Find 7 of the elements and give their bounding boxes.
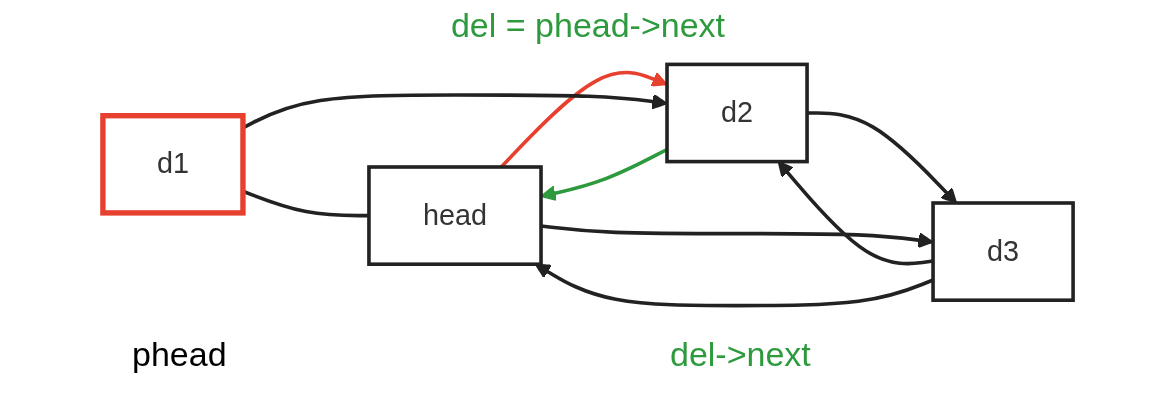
node-box: d3 <box>931 201 1075 302</box>
node-box: head <box>367 165 543 266</box>
code-label: del->next <box>670 335 811 374</box>
code-label: phead <box>132 335 227 374</box>
node-box: d1 <box>100 113 246 216</box>
code-label: del = phead->next <box>449 6 727 45</box>
node-box: d2 <box>665 62 809 164</box>
